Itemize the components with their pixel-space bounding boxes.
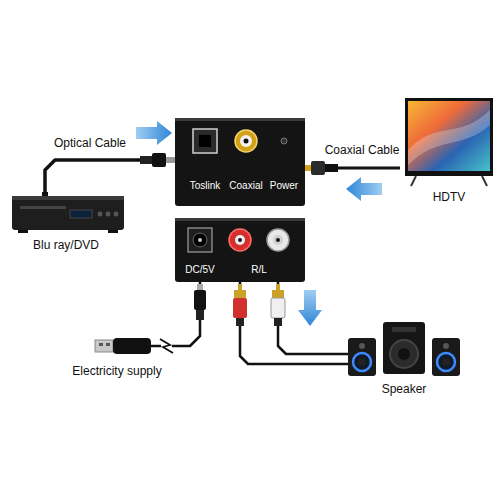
dc-plug-boot: [196, 310, 204, 320]
optical-plug-tip: [166, 157, 175, 163]
device-label: HDTV: [433, 190, 466, 204]
port-label: Coaxial: [229, 180, 262, 192]
dc-jack-hole: [193, 233, 207, 247]
bluray-top-strip: [12, 196, 124, 200]
converter-front-body: [175, 118, 305, 206]
rca-plug-collar: [272, 290, 284, 298]
device-label: Electricity supply: [72, 364, 161, 378]
disc-tray: [20, 206, 66, 209]
tv-leg: [411, 176, 416, 186]
dc-plug-tip: [197, 284, 203, 290]
port-label: DC/5V: [185, 264, 214, 276]
coaxial-plug-tip: [305, 165, 311, 171]
converter-front: Toslink Coaxial Power: [175, 118, 305, 206]
dc-plug-body: [194, 290, 206, 310]
coaxial-plug-boot: [325, 164, 338, 172]
speaker-cap: [442, 358, 450, 366]
rca-plug-tip: [238, 284, 242, 290]
converter-back-body: [175, 218, 305, 282]
rca-plug-collar: [234, 290, 246, 298]
device-label: Speaker: [382, 382, 427, 396]
coaxial-jack-pin: [244, 139, 249, 144]
cable-break: [161, 338, 172, 354]
usb-plug-metal: [95, 340, 113, 352]
dc-jack: [188, 228, 212, 252]
coaxial-plug-body: [311, 161, 325, 175]
rca-plug-tip: [276, 284, 280, 290]
bluray-button: [114, 212, 119, 217]
tweeter: [443, 343, 449, 349]
rca-plug-red: [233, 298, 247, 318]
speaker-cap: [358, 358, 366, 366]
bluray-foot: [18, 230, 28, 233]
bluray-display: [70, 210, 92, 218]
optical-plug-body: [152, 153, 166, 167]
satellite-speaker: [432, 338, 460, 376]
speaker-cone: [437, 353, 455, 371]
tv-screen: [408, 101, 490, 171]
rca-jack-ring: [235, 235, 245, 245]
rca-plug-boot: [274, 318, 282, 326]
dc-jack-pin: [198, 238, 202, 242]
flow-arrow: [298, 290, 322, 326]
lightning-symbol: [160, 339, 173, 353]
rca-plug-white: [271, 298, 285, 318]
bluray-button: [98, 212, 103, 217]
converter-back: DC/5V R/L: [175, 218, 305, 282]
bluray-player: Blu ray/DVD: [8, 194, 128, 256]
usb-contact: [106, 343, 110, 346]
woofer-cap: [398, 348, 410, 360]
port-label: Power: [270, 180, 298, 192]
bluray-button: [106, 212, 111, 217]
hdtv: HDTV: [400, 95, 495, 207]
rca-jack-pin: [238, 238, 242, 242]
flow-arrow: [346, 177, 382, 201]
coaxial-jack-ring: [240, 135, 252, 147]
cable: [278, 282, 348, 354]
cable: [240, 282, 348, 364]
tv-leg: [482, 176, 487, 186]
usb-plug-body: [113, 338, 151, 354]
rca-jack-red: [229, 229, 251, 251]
tv-frame: [405, 98, 493, 176]
bluray-foot: [108, 230, 118, 233]
port-label: R/L: [251, 264, 267, 276]
usb-power-plug: Electricity supply: [55, 333, 180, 380]
tweeter: [359, 343, 365, 349]
power-led: [281, 138, 287, 144]
cable-label: Optical Cable: [52, 136, 128, 150]
rca-plug-boot: [236, 318, 244, 326]
port-label: Toslink: [190, 180, 221, 192]
bluray-body: [12, 196, 124, 230]
speaker-cone: [353, 353, 371, 371]
subwoofer: [383, 322, 425, 374]
coaxial-jack: [235, 130, 257, 152]
optical-plug-boot: [140, 156, 152, 164]
device-label: Blu ray/DVD: [33, 238, 99, 252]
converter-edge-highlight: [175, 218, 305, 221]
rca-jack-ring: [273, 235, 283, 245]
toslink-port: [193, 129, 217, 153]
rca-jack-pin: [276, 238, 280, 242]
rca-jack-white: [267, 229, 289, 251]
screen-swoosh: [408, 110, 490, 165]
usb-contact: [99, 343, 103, 346]
toslink-port-hole: [199, 135, 211, 147]
satellite-speaker: [348, 338, 376, 376]
converter-edge-highlight: [175, 118, 305, 121]
speaker-set: Speaker: [348, 318, 460, 398]
woofer-cone: [390, 340, 418, 368]
flow-arrow: [136, 121, 172, 145]
subwoofer-panel: [392, 327, 416, 332]
cable-label: Coaxial Cable: [323, 143, 402, 157]
